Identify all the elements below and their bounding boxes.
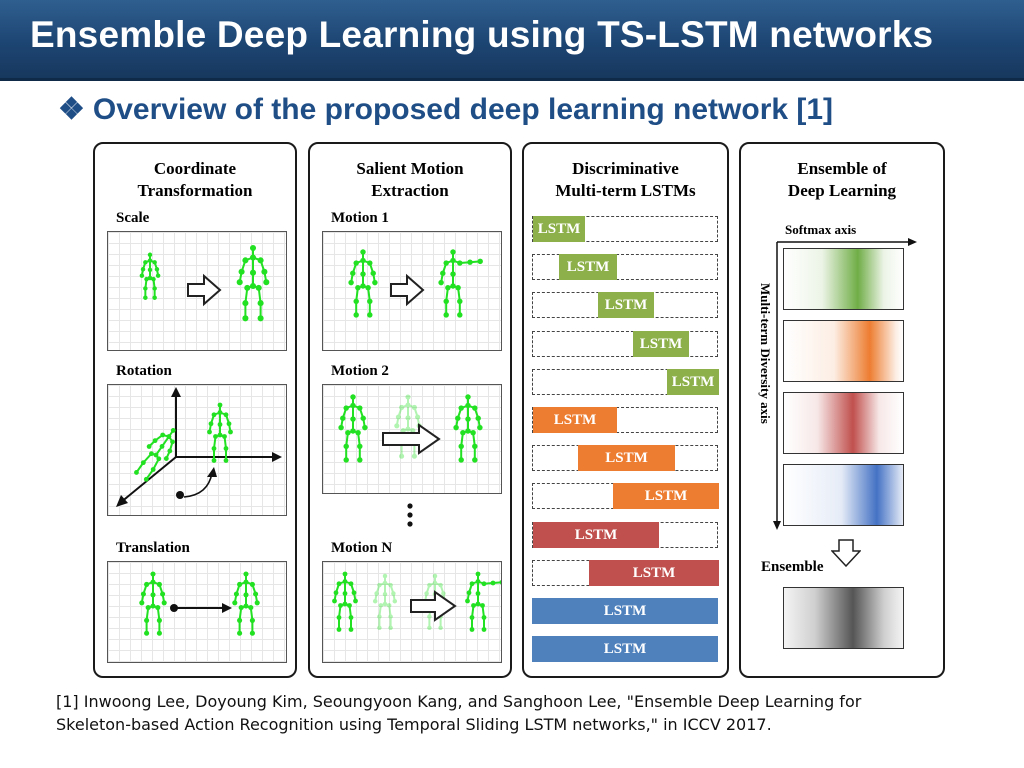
lstm-bar-4: LSTM (633, 330, 689, 357)
skeleton-n2 (372, 573, 398, 631)
motion-n-illustration (332, 571, 501, 632)
rotation-arrow-icon (207, 467, 217, 477)
panel-salient-motion: Salient Motion Extraction Motion 1 Motio… (308, 142, 512, 678)
softmax-axis-label: Softmax axis (785, 222, 857, 237)
footnote-line-1: [1] Inwoong Lee, Doyoung Kim, Seoungyoon… (56, 692, 862, 711)
label-motion-2: Motion 2 (331, 363, 389, 379)
lstm-row-8: LSTM (532, 483, 719, 510)
slide-subtitle: ❖Overview of the proposed deep learning … (58, 92, 833, 127)
lstm-row-3: LSTM (532, 292, 718, 319)
motion-2-figure (322, 384, 502, 494)
motion-n-figure (322, 561, 502, 663)
translation-arrow-icon (222, 603, 232, 613)
lstm-bar-3: LSTM (598, 292, 654, 319)
panel-multi-term-lstms: Discriminative Multi-term LSTMs LSTM LSTM… (522, 142, 729, 678)
lstm-row-5: LSTM (532, 368, 719, 395)
diversity-axis-arrow-icon (773, 521, 781, 530)
title-bar: Ensemble Deep Learning using TS-LSTM net… (0, 0, 1024, 81)
skeleton-last (453, 394, 483, 463)
rotation-illustration (116, 387, 282, 507)
skeleton-right (232, 571, 260, 636)
panel-header: Salient Motion Extraction (356, 159, 464, 200)
vertical-ellipsis-icon (407, 503, 413, 527)
ensemble-output-gradient (783, 587, 904, 649)
skeleton-small (139, 252, 161, 300)
motion-1-figure (322, 231, 502, 351)
lstm-bar-1: LSTM (533, 216, 585, 242)
label-motion-n: Motion N (331, 540, 393, 556)
skeleton-upright (207, 402, 233, 463)
panel-ensemble: Ensemble of Deep Learning Softmax axis M… (739, 142, 945, 678)
slide-title: Ensemble Deep Learning using TS-LSTM net… (30, 14, 934, 55)
lstm-bar-2: LSTM (559, 254, 617, 281)
lstm-bar-8: LSTM (613, 483, 719, 510)
label-motion-1: Motion 1 (331, 210, 389, 226)
scale-figure (107, 231, 287, 351)
panel-header: Coordinate Transformation (137, 159, 253, 200)
skeleton-pointing (438, 249, 483, 318)
axes (773, 238, 917, 530)
hollow-arrow-icon (187, 273, 222, 307)
ensemble-label: Ensemble (761, 559, 824, 575)
lstm-bar-6: LSTM (533, 407, 617, 433)
lstm-row-2: LSTM (532, 254, 718, 281)
skeleton-tilted (134, 428, 176, 482)
skeleton-first (338, 394, 368, 463)
lstm-row-6: LSTM (532, 407, 718, 433)
softmax-gradient-2 (783, 320, 904, 382)
panel-coordinate-transformation: Coordinate Transformation Scale Rotation… (93, 142, 297, 678)
subtitle-text: Overview of the proposed deep learning n… (92, 93, 834, 126)
diversity-axis-label: Multi-term Diversity axis (758, 283, 773, 424)
scale-illustration (139, 244, 270, 322)
lstm-bar-5: LSTM (667, 368, 719, 395)
lstm-bar-9: LSTM (533, 521, 659, 548)
rotation-center-dot (176, 491, 184, 499)
skeleton-left (139, 571, 167, 636)
footnote-line-2: Skeleton-based Action Recognition using … (56, 715, 772, 734)
translation-illustration (139, 571, 260, 636)
footnote: [1] Inwoong Lee, Doyoung Kim, Seoungyoon… (56, 690, 996, 736)
panel-header: Ensemble of Deep Learning (787, 159, 897, 200)
down-arrow-icon (831, 539, 861, 567)
skeleton-n1 (332, 571, 358, 632)
lstm-bar-12: LSTM (532, 636, 718, 663)
skeleton-n4 (465, 571, 501, 632)
lstm-row-9: LSTM (532, 521, 718, 548)
softmax-gradient-1 (783, 248, 904, 310)
diamond-bullet-icon: ❖ (58, 93, 85, 126)
lstm-row-12: LSTM (532, 636, 718, 663)
hollow-arrow-icon (410, 590, 457, 622)
softmax-gradient-3 (783, 392, 904, 454)
label-scale: Scale (116, 210, 150, 226)
lstm-bar-7: LSTM (578, 445, 675, 472)
hollow-arrow-icon (390, 273, 425, 307)
lstm-row-7: LSTM (532, 445, 718, 472)
label-translation: Translation (116, 540, 190, 556)
lstm-row-11: LSTM (532, 598, 718, 624)
lstm-row-10: LSTM (532, 559, 719, 586)
motion-2-illustration (338, 394, 483, 463)
motion-1-illustration (348, 249, 483, 318)
skeleton-ghost (394, 394, 422, 459)
panel-header: Discriminative Multi-term LSTMs (555, 159, 696, 200)
softmax-gradient-4 (783, 464, 904, 526)
skeleton-large (236, 244, 270, 322)
translation-figure (107, 561, 287, 663)
hollow-arrow-icon (382, 423, 441, 455)
rotation-figure (107, 384, 287, 516)
lstm-bar-11: LSTM (532, 598, 718, 624)
skeleton-start (348, 249, 378, 318)
lstm-row-1: LSTM (532, 216, 718, 242)
softmax-axis-arrow-icon (908, 238, 917, 246)
lstm-row-4: LSTM (532, 330, 718, 357)
lstm-bar-10: LSTM (589, 559, 719, 586)
label-rotation: Rotation (116, 363, 172, 379)
